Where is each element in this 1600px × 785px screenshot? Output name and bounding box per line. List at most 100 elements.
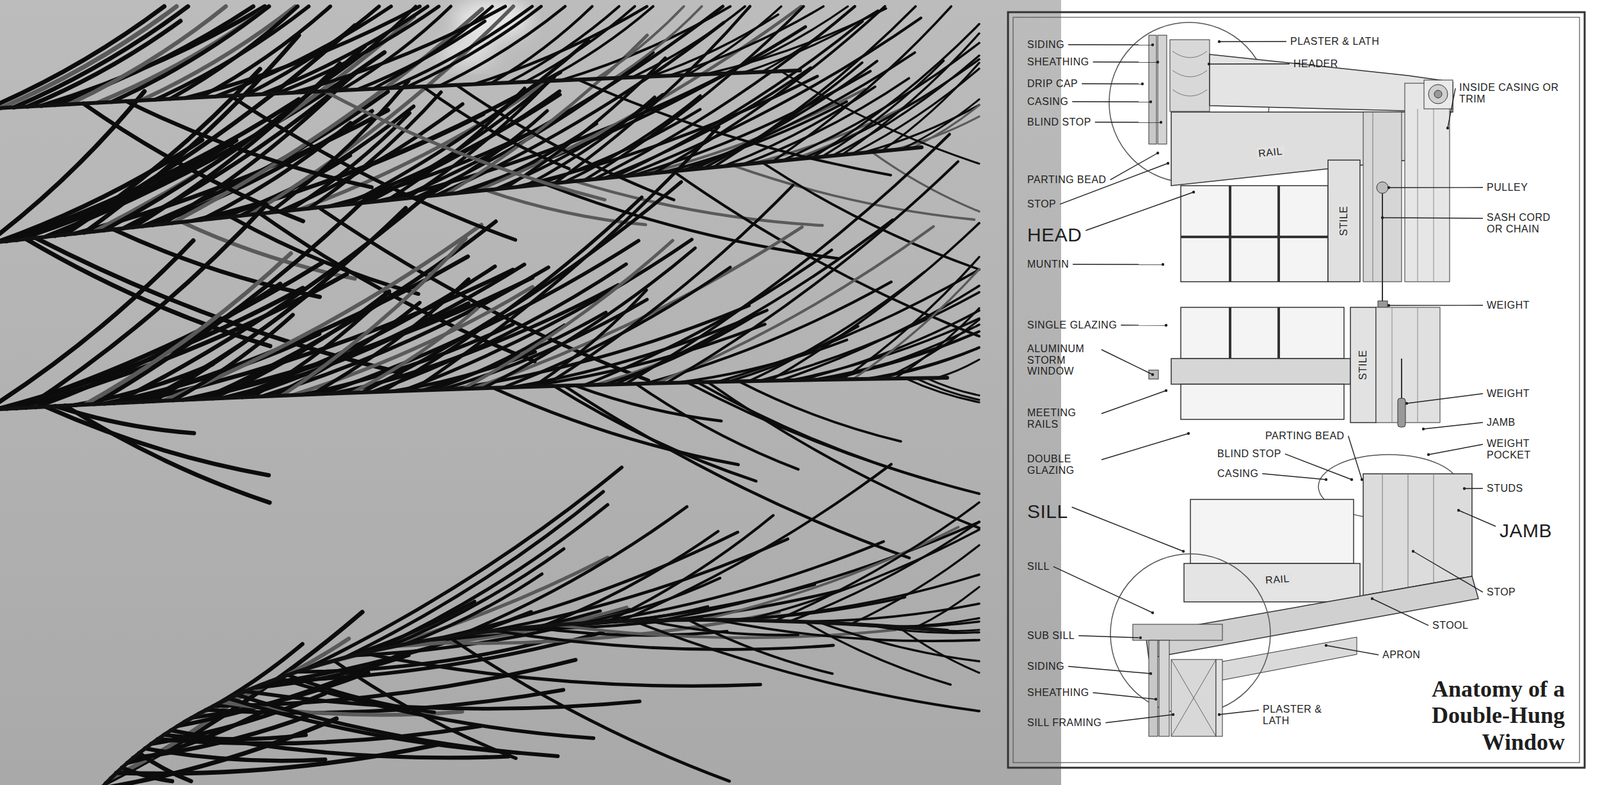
wire-rod xyxy=(790,318,980,381)
wire-rod xyxy=(904,378,980,402)
wire-rod xyxy=(456,85,674,200)
wire-rod xyxy=(666,161,959,383)
leader-end xyxy=(1166,161,1170,165)
leader-line xyxy=(1219,40,1287,43)
part-label: SHEATHING xyxy=(1027,56,1090,68)
leader-line xyxy=(1101,433,1189,460)
wire-rod xyxy=(560,6,731,81)
wire-rod xyxy=(761,6,855,72)
leader-line xyxy=(1208,63,1290,65)
leader-end xyxy=(1161,263,1165,266)
part-label: ALUMINUM STORM WINDOW xyxy=(1027,343,1098,377)
leader-line xyxy=(1068,44,1153,46)
part-label: WEIGHT xyxy=(1486,387,1530,400)
wire-rod xyxy=(926,377,980,395)
leader-end xyxy=(1156,60,1160,64)
part-label: PLASTER & LATH xyxy=(1262,703,1327,726)
part-label: INSIDE CASING OR TRIM xyxy=(1459,81,1562,105)
wire-rod xyxy=(462,240,673,390)
leader-end xyxy=(1422,427,1425,431)
part-name-on-drawing: RAIL xyxy=(1263,572,1293,587)
leader-line xyxy=(1095,121,1161,123)
part-label: WEIGHT POCKET xyxy=(1486,437,1551,461)
wire-rod xyxy=(718,269,980,382)
wire-rod xyxy=(613,6,702,79)
wire-rod xyxy=(821,331,980,380)
wire-rod xyxy=(656,226,934,384)
wire-rod xyxy=(292,6,505,93)
wire-rod xyxy=(615,219,893,384)
leader-line xyxy=(1262,473,1327,480)
wire-rod xyxy=(898,626,980,672)
part-label: APRON xyxy=(1382,648,1421,661)
leader-line xyxy=(1326,645,1379,655)
leader-end xyxy=(1217,40,1221,43)
leader-line xyxy=(1219,709,1259,715)
wire-rod xyxy=(821,60,944,157)
part-label: STOOL xyxy=(1432,619,1469,632)
wire-rod xyxy=(542,6,654,82)
part-name-on-drawing: RAIL xyxy=(1255,145,1285,160)
wire-rod xyxy=(712,6,916,168)
leader-end xyxy=(1164,389,1168,392)
leader-line xyxy=(1464,487,1483,489)
wire-rod xyxy=(705,8,886,75)
wire-rod xyxy=(894,307,980,379)
leader-line xyxy=(1413,551,1483,592)
wire-rod xyxy=(387,88,525,201)
wire-rod xyxy=(0,70,800,109)
part-label: CASING xyxy=(1217,467,1259,480)
leader-line xyxy=(1423,422,1483,429)
part-name-on-drawing: STILE xyxy=(1357,348,1369,383)
part-label: DOUBLE GLAZING xyxy=(1027,453,1098,476)
wire-rod xyxy=(126,101,372,188)
part-label: HEAD xyxy=(1027,224,1082,246)
wire-rod xyxy=(801,59,980,159)
leader-end xyxy=(1411,549,1415,553)
leader-line xyxy=(1382,217,1483,219)
wire-rod xyxy=(96,619,948,785)
part-label: PLASTER & LATH xyxy=(1290,35,1380,48)
wire-rod xyxy=(769,222,980,381)
leader-line xyxy=(1388,304,1483,306)
part-label: SILL xyxy=(1027,500,1069,522)
leader-end xyxy=(1171,712,1175,716)
leader-end xyxy=(1324,643,1328,647)
wire-rod xyxy=(252,291,390,397)
leader-line xyxy=(1072,506,1184,552)
part-label: BLIND STOP xyxy=(1217,448,1282,460)
part-label: MUNTIN xyxy=(1027,258,1069,271)
wire-rod xyxy=(853,268,980,379)
part-label: SHEATHING xyxy=(1027,686,1090,699)
wire-rod xyxy=(697,382,936,482)
part-label: PULLEY xyxy=(1486,181,1528,194)
leader-line xyxy=(1120,324,1167,326)
leader-end xyxy=(1151,43,1154,47)
leader-line xyxy=(1072,263,1163,265)
wire-rod xyxy=(163,734,306,740)
part-label: MEETING RAILS xyxy=(1027,407,1098,430)
part-label: PARTING BEAD xyxy=(1265,430,1345,442)
wire-rod xyxy=(842,33,980,155)
leader-end xyxy=(1360,478,1364,481)
leader-line xyxy=(1428,444,1483,455)
wire-rod xyxy=(782,42,980,161)
leader-line xyxy=(1101,390,1167,414)
leader-line xyxy=(1093,692,1156,699)
leader-end xyxy=(1164,323,1168,327)
wire-rod xyxy=(472,227,802,389)
part-label: JAMB xyxy=(1499,519,1552,541)
part-label: SIDING xyxy=(1027,39,1065,51)
leader-end xyxy=(1139,636,1142,639)
leader-line xyxy=(1081,83,1143,85)
wire-rod xyxy=(533,289,647,387)
wire-rod xyxy=(748,272,925,381)
wire-rod xyxy=(884,319,980,379)
wire-rod xyxy=(891,116,980,151)
wire-rod xyxy=(915,378,980,400)
diagram-title: Anatomy of a Double-Hung Window xyxy=(1404,675,1565,756)
wire-rod xyxy=(525,6,635,82)
wire-rod xyxy=(245,691,640,709)
wire-rod xyxy=(851,545,980,624)
